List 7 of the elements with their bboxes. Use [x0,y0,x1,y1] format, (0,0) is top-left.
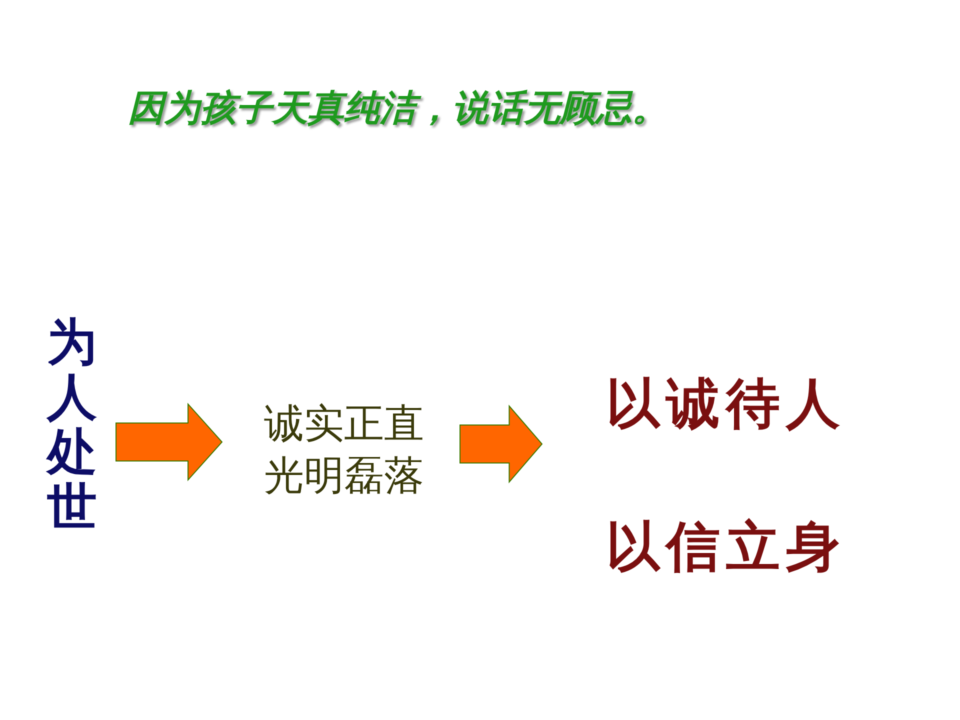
block-arrow [116,402,223,482]
vertical-text: 为人处世 [47,314,97,534]
motto-text: 以信立身 [606,513,846,580]
block-arrow [460,404,543,484]
node-text: 诚实正直光明磊落 [264,400,425,501]
motto-text: 以诚待人 [606,370,846,437]
title: 因为孩子天真纯洁，说话无顾忌。 [128,87,669,131]
